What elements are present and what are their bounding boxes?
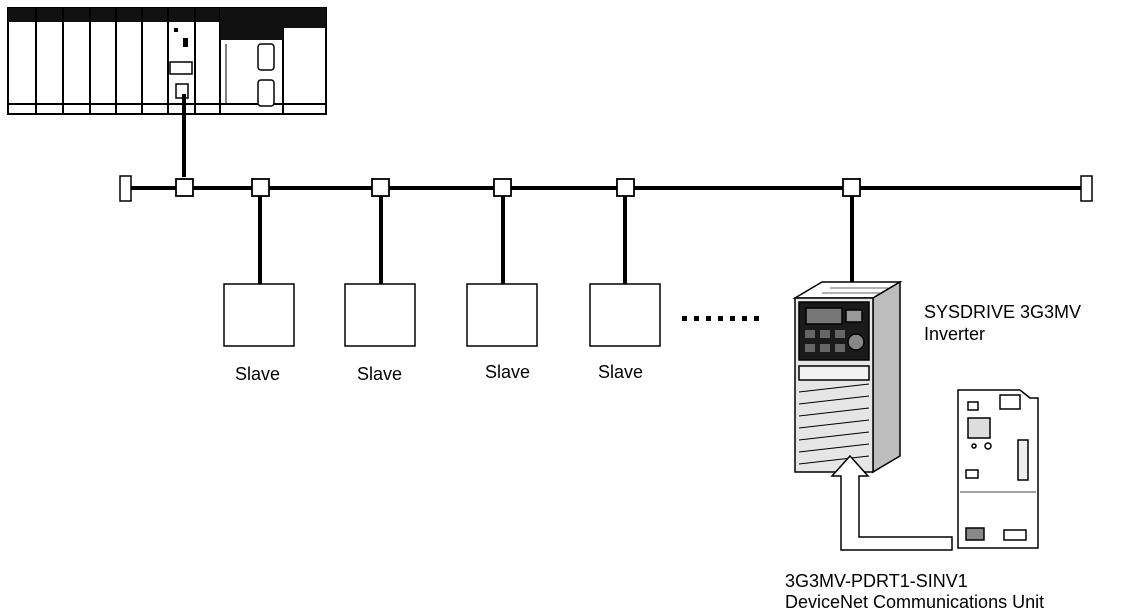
slave-boxes xyxy=(223,283,661,347)
slave-box-4 xyxy=(589,283,661,347)
slave-label-1: Slave xyxy=(235,364,281,384)
t-branch-taps xyxy=(175,178,861,197)
ellipsis-dots xyxy=(682,316,759,321)
tap-3 xyxy=(493,178,512,197)
tap-1 xyxy=(251,178,270,197)
terminator-left xyxy=(119,175,132,202)
comm-unit-label-name: DeviceNet Communications Unit xyxy=(785,592,1045,612)
plc-rack xyxy=(7,7,327,115)
comm-unit-drawing xyxy=(957,389,1039,549)
slave-box-1 xyxy=(223,283,295,347)
comm-unit-label-model: 3G3MV-PDRT1-SINV1 xyxy=(785,571,968,591)
tap-4 xyxy=(616,178,635,197)
slave-label-2: Slave xyxy=(357,364,403,384)
drop-lines xyxy=(258,196,854,286)
slave-label-4: Slave xyxy=(598,362,644,382)
inverter-label-type: Inverter xyxy=(924,324,986,344)
mounting-arrow xyxy=(830,454,953,551)
tap-5 xyxy=(842,178,861,197)
slave-box-3 xyxy=(466,283,538,347)
slave-box-2 xyxy=(344,283,416,347)
terminator-right xyxy=(1080,175,1093,202)
tap-master xyxy=(175,178,194,197)
inverter-label-model: SYSDRIVE 3G3MV xyxy=(924,302,1082,322)
inverter-drawing xyxy=(792,280,903,474)
tap-2 xyxy=(371,178,390,197)
slave-label-3: Slave xyxy=(485,362,531,382)
plc-master-unit xyxy=(169,28,193,99)
